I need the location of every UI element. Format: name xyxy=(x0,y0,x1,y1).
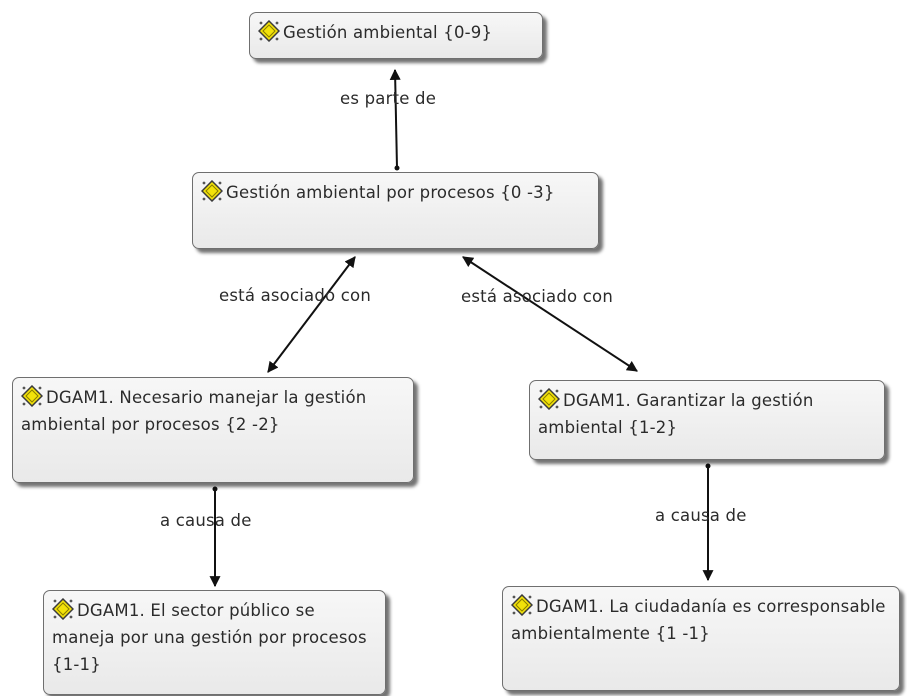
edge-label-causa-right: a causa de xyxy=(655,506,747,525)
edge-label-asociado-right: está asociado con xyxy=(461,287,613,306)
edge-label-es-parte-de: es parte de xyxy=(340,89,437,108)
quotation-diamond-icon xyxy=(21,385,43,407)
edge-origin-dot xyxy=(394,165,400,171)
quotation-diamond-icon xyxy=(201,180,223,202)
node-label: DGAM1. Garantizar la gestión ambiental {… xyxy=(538,391,814,437)
node-gestion-ambiental[interactable]: Gestión ambiental {0-9} xyxy=(249,12,543,59)
quotation-diamond-icon xyxy=(52,598,74,620)
node-gestion-por-procesos[interactable]: Gestión ambiental por procesos {0 -3} xyxy=(192,172,599,249)
edge-asociado-left[interactable] xyxy=(267,256,356,373)
edge-asociado-right[interactable] xyxy=(462,256,638,372)
node-label: DGAM1. El sector público se maneja por u… xyxy=(52,601,367,674)
node-sector-publico[interactable]: DGAM1. El sector público se maneja por u… xyxy=(43,590,386,695)
edge-label-asociado-left: está asociado con xyxy=(219,286,371,305)
node-label: Gestión ambiental por procesos {0 -3} xyxy=(226,183,555,202)
node-garantizar-gestion[interactable]: DGAM1. Garantizar la gestión ambiental {… xyxy=(529,380,885,460)
node-label: DGAM1. La ciudadanía es corresponsable a… xyxy=(511,597,886,643)
edge-origin-dot xyxy=(212,486,218,492)
edge-es-parte-de[interactable] xyxy=(389,68,401,169)
edge-origin-dot xyxy=(705,463,711,469)
node-label: Gestión ambiental {0-9} xyxy=(283,23,493,42)
quotation-diamond-icon xyxy=(511,594,533,616)
node-necesario-manejar[interactable]: DGAM1. Necesario manejar la gestión ambi… xyxy=(12,377,414,483)
edge-label-causa-left: a causa de xyxy=(160,511,252,530)
node-ciudadania[interactable]: DGAM1. La ciudadanía es corresponsable a… xyxy=(502,586,900,691)
quotation-diamond-icon xyxy=(258,20,280,42)
node-label: DGAM1. Necesario manejar la gestión ambi… xyxy=(21,388,367,434)
quotation-diamond-icon xyxy=(538,388,560,410)
